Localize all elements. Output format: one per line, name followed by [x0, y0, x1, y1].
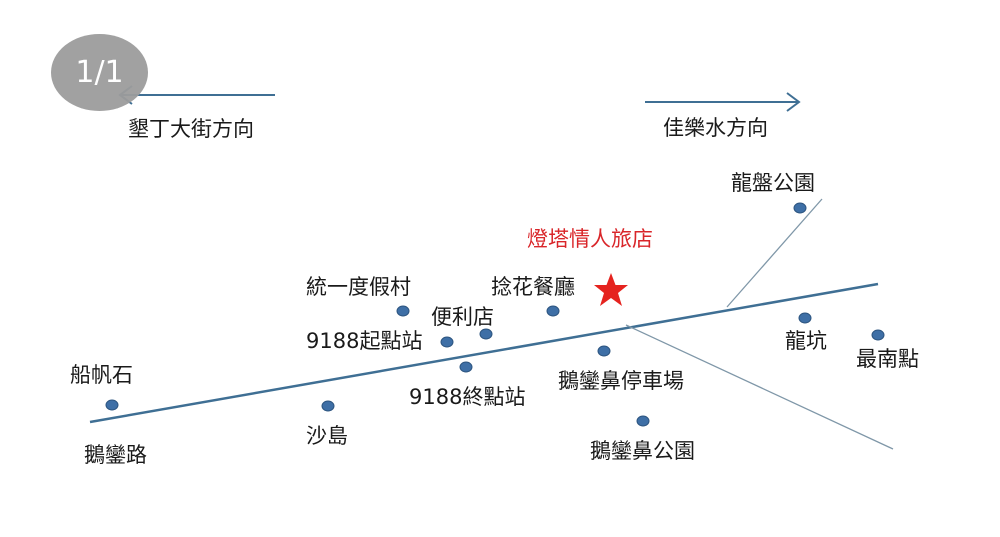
road-to-longpan	[726, 198, 823, 308]
direction-label-right: 佳樂水方向	[663, 116, 768, 140]
page-counter-badge: 1/1	[51, 34, 148, 111]
place-label: 9188終點站	[409, 385, 526, 409]
place-marker-dot	[546, 305, 560, 317]
place-marker-dot	[459, 361, 473, 373]
hotel-label: 燈塔情人旅店	[527, 227, 653, 251]
direction-label-left: 墾丁大街方向	[128, 117, 254, 141]
place-label: 鵝鑾鼻停車場	[558, 369, 684, 393]
place-marker-dot	[321, 400, 335, 412]
place-label: 龍盤公園	[731, 171, 815, 195]
place-label: 捻花餐廳	[491, 275, 575, 299]
place-marker-dot	[479, 328, 493, 340]
place-marker-dot	[597, 345, 611, 357]
place-marker-dot	[798, 312, 812, 324]
place-marker-dot	[396, 305, 410, 317]
place-label: 鵝鑾鼻公園	[590, 439, 695, 463]
page-counter: 1/1	[75, 55, 124, 90]
place-label: 鵝鑾路	[84, 443, 147, 467]
place-label: 龍坑	[785, 329, 827, 353]
main-road	[89, 282, 879, 424]
place-marker-dot	[636, 415, 650, 427]
place-marker-dot	[871, 329, 885, 341]
place-label: 船帆石	[70, 363, 133, 387]
place-label: 便利店	[431, 305, 494, 329]
place-marker-dot	[793, 202, 807, 214]
place-label: 最南點	[856, 347, 919, 371]
road-to-eluanbi	[625, 324, 894, 450]
star-icon	[594, 273, 628, 306]
arrow-right-icon	[645, 92, 801, 112]
place-marker-dot	[105, 399, 119, 411]
place-label: 沙島	[306, 424, 348, 448]
place-label: 統一度假村	[306, 275, 411, 299]
place-label: 9188起點站	[306, 329, 423, 353]
place-marker-dot	[440, 336, 454, 348]
